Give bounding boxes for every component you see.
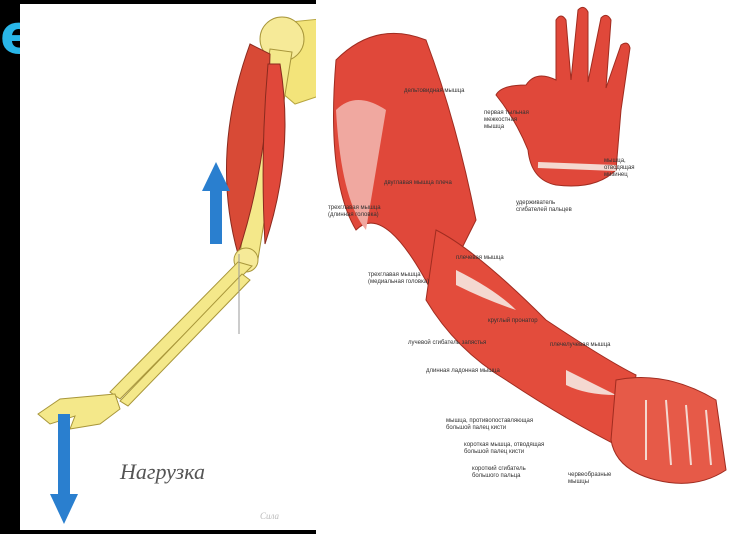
label-triceps-long-head: трехглавая мышца (длинная головка) [328,205,381,219]
ulna-bone [120,274,250,406]
label-triceps-medial-head: трехглавая мышца (медиальная головка) [368,272,429,286]
triceps-muscle [263,64,285,244]
label-flexor-carpi-radialis: лучевой сгибатель запястья [408,340,486,347]
hand-bones [38,394,120,429]
load-caption: Нагрузка [120,459,205,485]
arm-lever-illustration: Нагрузка Сила [20,4,332,530]
force-arrow-shaft [210,189,222,244]
load-arrow-shaft [58,414,70,499]
arm-muscles-anatomy: дельтовидная мышца первая тыльная межкос… [316,0,729,534]
label-flexor-pollicis-brevis: короткий сгибатель большого пальца [472,466,526,480]
load-arrow-down-icon [50,494,78,524]
faded-caption: Сила [260,511,279,521]
label-flexor-retinaculum: удерживатель сгибателей пальцев [516,200,572,214]
force-arrow-up-icon [202,162,230,191]
label-deltoid: дельтовидная мышца [404,88,464,95]
label-opponens-pollicis: мышца, противопоставляющая большой палец… [446,418,533,432]
label-biceps: двуглавая мышца плеча [384,180,452,187]
label-lumbricals: червеобразные мышцы [568,472,611,486]
label-abductor-pollicis-brevis: короткая мышца, отводящая большой палец … [464,442,544,456]
radius-bone [110,262,252,399]
arm-skeleton-drawing [20,4,332,530]
label-brachialis: плечевая мышца [456,255,504,262]
label-pronator-teres: круглый пронатор [488,318,538,325]
label-abductor-digiti-minimi: мышца, отводящая мизинец [604,158,635,179]
label-brachioradialis: плечелучевая мышца [550,342,611,349]
label-palmaris-longus: длинная ладонная мышца [426,368,500,375]
label-first-dorsal-interosseous: первая тыльная межкостная мышца [484,110,529,131]
